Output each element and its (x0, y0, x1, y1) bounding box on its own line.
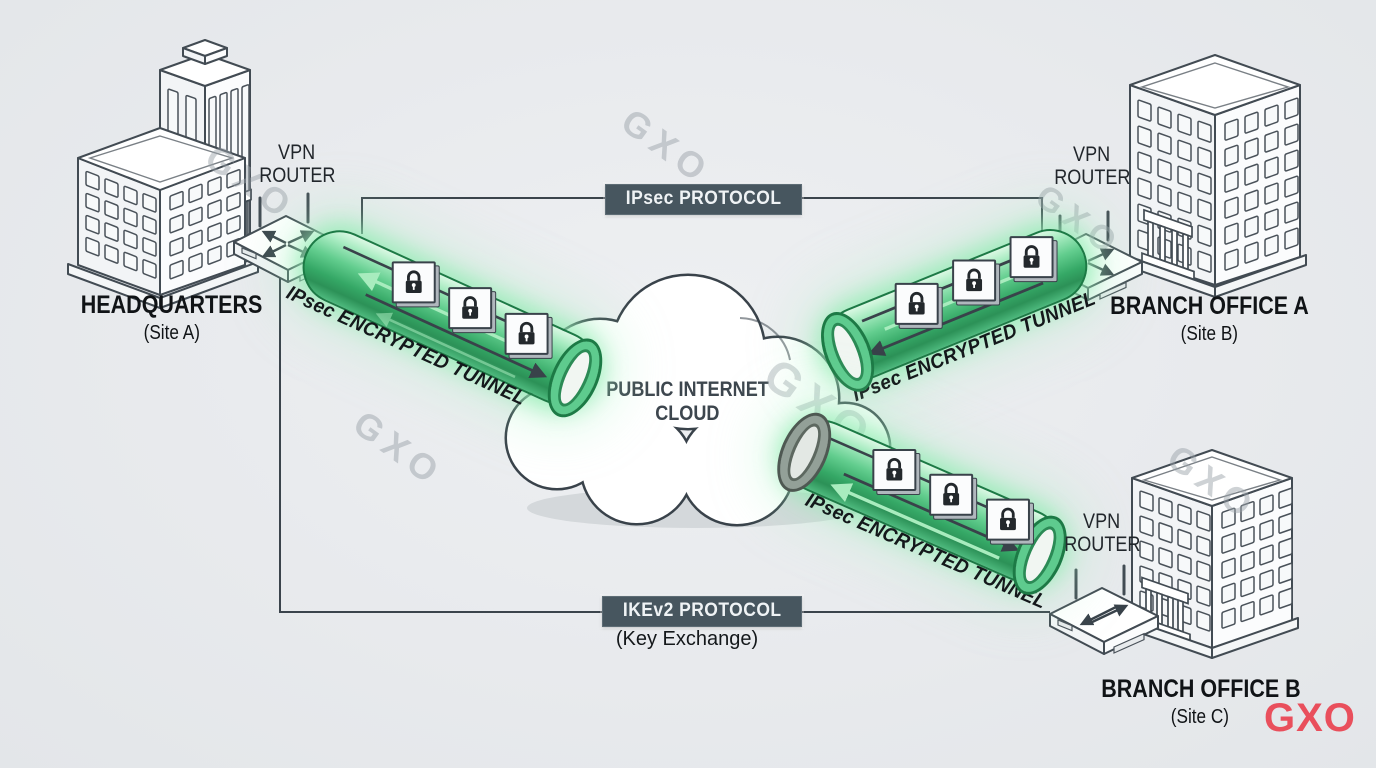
lock-icon (448, 287, 493, 330)
lock-icon (1009, 236, 1054, 279)
cloud-label: PUBLIC INTERNET CLOUD (605, 378, 769, 425)
ipsec-protocol-badge: IPsec PROTOCOL (605, 184, 803, 215)
lock-icon (952, 259, 997, 302)
branch-a-building (1120, 45, 1310, 300)
gxo-logo: GXO (1264, 696, 1356, 740)
lock-icon (872, 448, 917, 491)
headquarters-building (60, 40, 310, 310)
site-label-branch-b: BRANCH OFFICE B (Site C) (1101, 675, 1301, 728)
lock-icon (391, 261, 436, 304)
site-label-branch-a: BRANCH OFFICE A (Site B) (1110, 292, 1309, 345)
lock-icon (929, 473, 974, 516)
ipsec-tunnel-hq-cloud: IPsec ENCRYPTED TUNNEL (283, 218, 614, 426)
ikev2-subtitle: (Key Exchange) (615, 628, 759, 650)
ikev2-protocol-badge: IKEv2 PROTOCOL (602, 596, 803, 627)
vpn-router-branch-b-icon (1038, 562, 1168, 662)
lock-icon (985, 498, 1030, 541)
site-label-headquarters: HEADQUARTERS (Site A) (81, 291, 263, 344)
lock-icon (894, 282, 939, 325)
ipsec-tunnel-branch-a-cloud: IPsec ENCRYPTED TUNNEL (810, 217, 1099, 406)
ipsec-tunnel-branch-b-cloud: IPsec ENCRYPTED TUNNEL (766, 404, 1078, 613)
lock-icon (504, 312, 549, 355)
branch-b-building (1120, 440, 1305, 670)
